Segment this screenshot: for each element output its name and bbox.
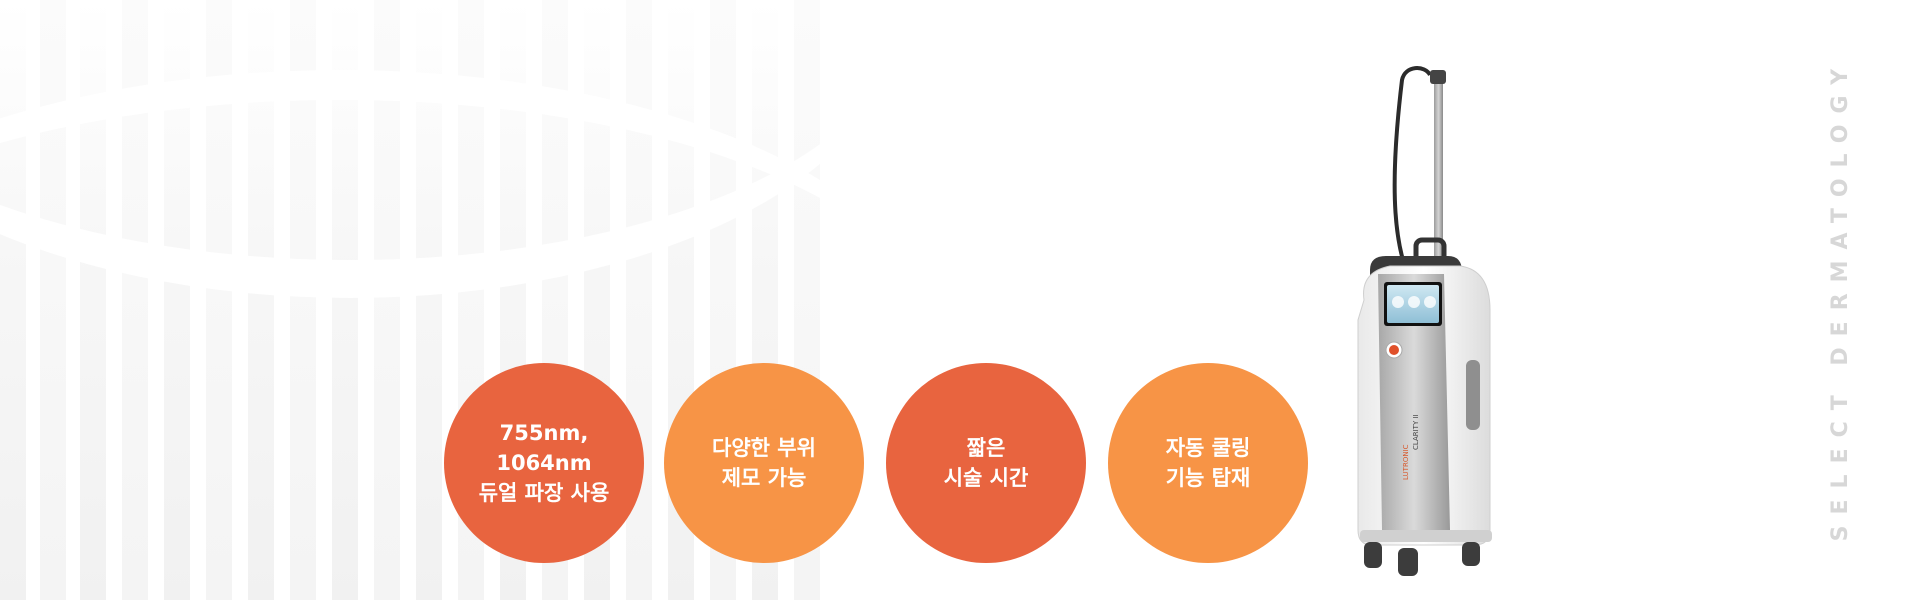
feature-text: 짧은 시술 시간 bbox=[943, 436, 1029, 490]
feature-circle-body-areas: 다양한 부위 제모 가능 bbox=[664, 363, 864, 563]
feature-circles: 755nm, 1064nm 듀얼 파장 사용 다양한 부위 제모 가능 짧은 시… bbox=[444, 363, 1324, 563]
feature-text: 755nm, 1064nm 듀얼 파장 사용 bbox=[478, 421, 610, 505]
side-label-text: SELECT DERMATOLOGY bbox=[1827, 58, 1853, 542]
laser-device-illustration: LUTRONIC CLARITY II bbox=[1330, 60, 1500, 580]
feature-text: 다양한 부위 제모 가능 bbox=[712, 436, 816, 490]
device-brand: LUTRONIC bbox=[1402, 444, 1410, 480]
laser-device-graphic: LUTRONIC CLARITY II bbox=[1357, 66, 1492, 576]
feature-circle-dual-wavelength: 755nm, 1064nm 듀얼 파장 사용 bbox=[444, 363, 644, 563]
feature-circle-auto-cooling: 자동 쿨링 기능 탑재 bbox=[1108, 363, 1308, 563]
feature-text: 자동 쿨링 기능 탑재 bbox=[1165, 436, 1251, 490]
side-label: SELECT DERMATOLOGY bbox=[1820, 40, 1860, 560]
device-model: CLARITY II bbox=[1412, 414, 1420, 450]
feature-circle-short-treatment: 짧은 시술 시간 bbox=[886, 363, 1086, 563]
